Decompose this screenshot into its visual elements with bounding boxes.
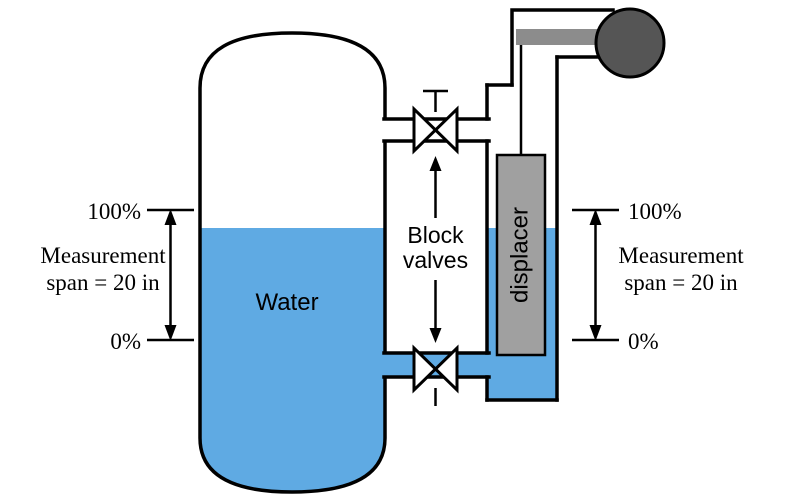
- span-label-left-line2: span = 20 in: [46, 270, 160, 295]
- block-valves-callout: Block valves: [403, 156, 468, 343]
- span-arrowhead-up-icon: [164, 209, 177, 225]
- arrow-up-head-icon: [429, 156, 442, 171]
- transmitter-head-circle: [594, 7, 666, 79]
- valve-triangle-right: [433, 344, 459, 394]
- span-arrowhead-up-icon: [589, 209, 602, 225]
- valve-triangle-right: [433, 105, 459, 155]
- torque-tube-bar: [516, 29, 604, 45]
- span-label-right-line2: span = 20 in: [624, 270, 738, 295]
- block-valves-label-line1: Block: [407, 222, 464, 248]
- displacer-body: [495, 153, 547, 357]
- block-valve-bottom: [412, 344, 459, 406]
- span-arrowhead-down-icon: [589, 325, 602, 341]
- bottom-pipe-water: [383, 354, 490, 376]
- label-100-left: 100%: [87, 199, 141, 224]
- span-label-right-line1: Measurement: [618, 243, 744, 268]
- tank-outline: [198, 31, 387, 494]
- label-100-right: 100%: [628, 199, 682, 224]
- label-0-right: 0%: [628, 329, 659, 354]
- tank-water: [200, 228, 385, 492]
- span-arrowhead-down-icon: [164, 325, 177, 341]
- displacer-label: displacer: [506, 207, 533, 303]
- head-outline: [510, 8, 615, 87]
- valve-triangle-left: [412, 105, 438, 155]
- arrow-down-head-icon: [429, 328, 442, 343]
- block-valve-top: [412, 89, 459, 155]
- span-indicator-right: 100% 0% Measurement span = 20 in: [572, 199, 744, 354]
- valve-triangle-left: [412, 344, 438, 394]
- span-label-left-line1: Measurement: [40, 243, 166, 268]
- transmitter-head: [510, 7, 666, 157]
- label-0-left: 0%: [110, 329, 141, 354]
- water-label: Water: [255, 289, 318, 316]
- span-indicator-left: 100% 0% Measurement span = 20 in: [40, 199, 194, 354]
- block-valves-label-line2: valves: [403, 247, 468, 273]
